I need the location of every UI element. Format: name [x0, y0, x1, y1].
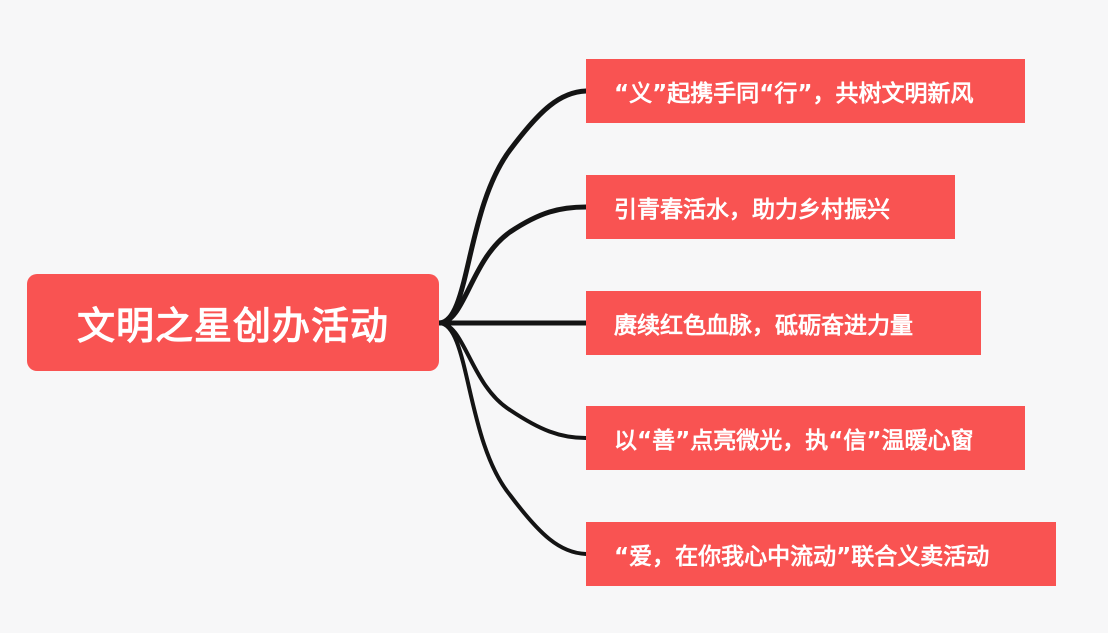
connector-branch-4: [437, 321, 588, 440]
branch-node-label: 赓续红色血脉，砥砺奋进力量: [614, 313, 913, 339]
connector-branch-1: [436, 88, 589, 326]
root-node-label: 文明之星创办活动: [76, 304, 389, 348]
connector-branch-2: [436, 204, 589, 326]
branch-node-5[interactable]: “爱，在你我心中流动”联合义卖活动: [586, 522, 1056, 586]
branch-node-label: “爱，在你我心中流动”联合义卖活动: [614, 544, 990, 570]
root-node[interactable]: 文明之星创办活动: [27, 274, 439, 371]
branch-node-label: “义”起携手同“行”，共树文明新风: [614, 81, 974, 107]
branch-node-3[interactable]: 赓续红色血脉，砥砺奋进力量: [586, 291, 981, 355]
branch-node-2[interactable]: 引青春活水，助力乡村振兴: [586, 175, 955, 239]
branch-node-4[interactable]: 以“善”点亮微光，执“信”温暖心窗: [586, 406, 1025, 470]
branch-node-1[interactable]: “义”起携手同“行”，共树文明新风: [586, 59, 1025, 123]
branch-node-label: 引青春活水，助力乡村振兴: [614, 197, 890, 223]
connector-branch-5: [437, 321, 588, 556]
branch-node-label: 以“善”点亮微光，执“信”温暖心窗: [614, 428, 974, 454]
